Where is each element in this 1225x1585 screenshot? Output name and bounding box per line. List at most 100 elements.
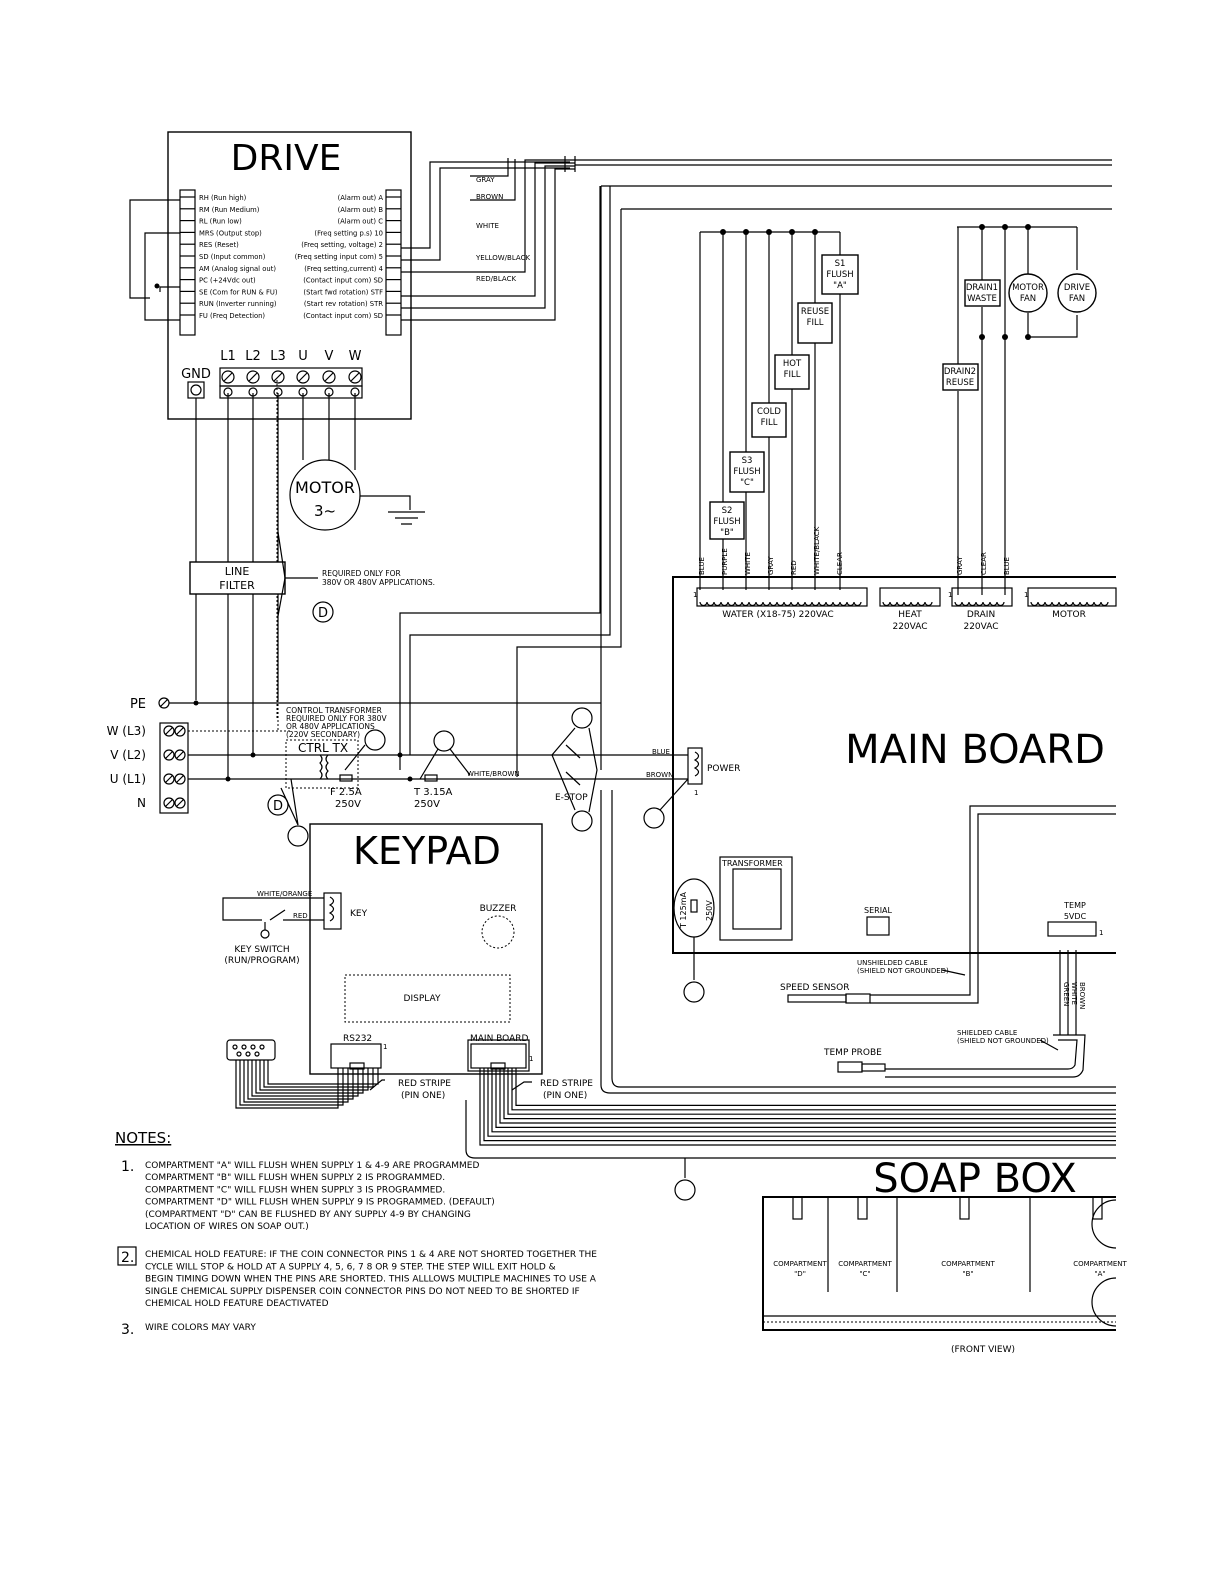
drive-l2-label: L2 xyxy=(245,349,261,364)
compartment-label: COMPARTMENT xyxy=(838,1260,892,1268)
wire-label-gray: GRAY xyxy=(476,176,495,184)
keypad-rs232-connector xyxy=(330,1043,382,1069)
valve-label-s1: "A" xyxy=(833,281,847,291)
note-2-line: CYCLE WILL STOP & HOLD AT A SUPPLY 4, 5,… xyxy=(145,1262,556,1272)
water-wire-label: CLEAR xyxy=(836,552,844,575)
drive-left-terminal: AM (Analog signal out) xyxy=(199,265,276,273)
key-switch-mode: (RUN/PROGRAM) xyxy=(224,956,299,966)
drive-title: DRIVE xyxy=(231,138,342,179)
e-stop-label: E-STOP xyxy=(555,793,588,803)
water-pin-one: 1 xyxy=(693,591,697,599)
drain-connector xyxy=(951,587,1013,607)
shielded-cable-note: (SHIELD NOT GROUNDED) xyxy=(957,1037,1049,1045)
valve-label-cold: FILL xyxy=(761,418,778,428)
keypad: KEYPAD KEY BUZZER DISPLAY RS232 1 MAIN B… xyxy=(222,823,1116,1201)
wire-label-yellow-black: YELLOW/BLACK xyxy=(475,254,530,262)
notes: NOTES: 1. COMPARTMENT "A" WILL FLUSH WHE… xyxy=(115,1129,597,1338)
note-2-line: BEGIN TIMING DOWN WHEN THE PINS ARE SHOR… xyxy=(145,1275,597,1285)
drive-u-label: U xyxy=(298,349,308,364)
drive-l1-label: L1 xyxy=(220,349,236,364)
key-switch-label: KEY SWITCH xyxy=(234,945,289,955)
valve-label-s2: S2 xyxy=(722,506,733,516)
keypad-display xyxy=(344,974,511,1023)
drive-box xyxy=(167,131,412,420)
drain-label-drain2: REUSE xyxy=(946,378,974,388)
drive-w-label: W xyxy=(349,349,362,364)
note-2-line: CHEMICAL HOLD FEATURE: IF THE COIN CONNE… xyxy=(145,1250,597,1260)
drive-unit: DRIVE RH (Run high)RM (Run Medium)RL (Ru… xyxy=(167,131,412,420)
valve-label-s1: FLUSH xyxy=(826,270,853,280)
valve-label-s2: FLUSH xyxy=(713,517,740,527)
keypad-rs232-label: RS232 xyxy=(343,1034,372,1044)
ctrl-tx-callout-2 xyxy=(287,825,309,847)
temp-wire-label: BROWN xyxy=(1078,982,1086,1009)
compartment-label: "C" xyxy=(859,1270,870,1278)
valve-label-s3: FLUSH xyxy=(733,467,760,477)
drive-motor: MOTOR 3~ xyxy=(289,393,425,531)
valve-hot-fill xyxy=(774,354,810,390)
main-board-title: MAIN BOARD xyxy=(845,727,1105,773)
note-1-line: COMPARTMENT "C" WILL FLUSH WHEN SUPPLY 3… xyxy=(145,1185,445,1195)
d-marker xyxy=(312,601,334,623)
shielded-cable-label: SHIELDED CABLE xyxy=(957,1029,1017,1037)
compartment-label: "A" xyxy=(1094,1270,1105,1278)
temp-wire-label: WHITE xyxy=(1070,982,1078,1005)
motor-fan xyxy=(1008,273,1048,313)
note-1-line: LOCATION OF WIRES ON SOAP OUT.) xyxy=(145,1222,309,1232)
drive-right-terminal-labels: (Alarm out) A(Alarm out) B(Alarm out) C(… xyxy=(295,194,401,320)
drive-right-terminal: (Alarm out) A xyxy=(338,194,384,202)
drive-left-terminal: MRS (Output stop) xyxy=(199,229,262,237)
drain-label-drive_fan: DRIVE xyxy=(1064,283,1090,293)
compartment-label: COMPARTMENT xyxy=(941,1260,995,1268)
drive-right-terminal: (Alarm out) C xyxy=(337,218,383,226)
soap-box-title: SOAP BOX xyxy=(873,1156,1076,1202)
water-wire-label: WHITE/BLACK xyxy=(813,526,821,575)
drain-wire-label: GRAY xyxy=(956,556,964,575)
d-marker-2 xyxy=(267,794,289,816)
keypad-main-board-connector xyxy=(470,1043,527,1069)
water-connector xyxy=(696,587,868,607)
supply-terminal-block xyxy=(159,722,189,814)
drive-right-terminal: (Start fwd rotation) STF xyxy=(303,288,383,296)
serial-connector-label: SERIAL xyxy=(864,906,893,915)
wire-label-red: RED xyxy=(293,912,308,920)
line-filter-note-2: 380V OR 480V APPLICATIONS. xyxy=(322,578,435,587)
drive-right-terminal: (Freq setting, voltage) 2 xyxy=(301,241,383,249)
fuse-f-voltage: 250V xyxy=(335,799,361,810)
keypad-buzzer xyxy=(481,915,515,949)
valve-label-s3: "C" xyxy=(740,478,754,488)
drive-left-terminal: RL (Run low) xyxy=(199,218,242,226)
keypad-buzzer-label: BUZZER xyxy=(480,904,517,914)
compartment-label: "D" xyxy=(794,1270,806,1278)
motor-connector-label: MOTOR xyxy=(1052,610,1086,620)
fuse-f-rating: F 2.5A xyxy=(330,787,362,798)
drive-left-terminal-strip xyxy=(179,189,196,336)
rs232-red-stripe-label: RED STRIPE xyxy=(398,1079,451,1089)
water-wire-label: PURPLE xyxy=(721,548,729,575)
board-transformer-label: TRANSFORMER xyxy=(721,859,783,868)
power-connector-label: POWER xyxy=(707,764,740,774)
temp-wire-label: GREEN xyxy=(1062,982,1070,1006)
ctrl-tx-note-1: CONTROL TRANSFORMER xyxy=(286,706,382,715)
valve-s2-flush-b xyxy=(709,501,745,540)
line-filter-label-2: FILTER xyxy=(219,579,255,592)
ctrl-tx-note-2: REQUIRED ONLY FOR 380V xyxy=(286,714,387,723)
board-fuse-rating: T 125mA xyxy=(679,892,688,929)
keypad-main-board-label: MAIN BOARD xyxy=(470,1034,529,1044)
valve-label-hot: FILL xyxy=(784,370,801,380)
motor-connector xyxy=(1027,587,1117,607)
compartment-label: COMPARTMENT xyxy=(1073,1260,1127,1268)
keypad-title: KEYPAD xyxy=(353,829,501,873)
wire-label-brown: BROWN xyxy=(476,193,503,201)
drive-right-terminal: (Freq setting,current) 4 xyxy=(304,265,383,273)
valve-label-reuse: FILL xyxy=(807,318,824,328)
drive-l3-label: L3 xyxy=(270,349,286,364)
supply-wiring xyxy=(399,185,1112,777)
rs232-pin-one: 1 xyxy=(383,1043,387,1051)
wire-label-white-brown: WHITE/BROWN xyxy=(467,770,520,778)
rs232-dsub xyxy=(226,1039,276,1061)
heat-connector xyxy=(879,587,941,607)
drive-right-terminal: (Freq setting input com) 5 xyxy=(295,253,383,261)
supply-u-label: U (L1) xyxy=(110,772,146,786)
